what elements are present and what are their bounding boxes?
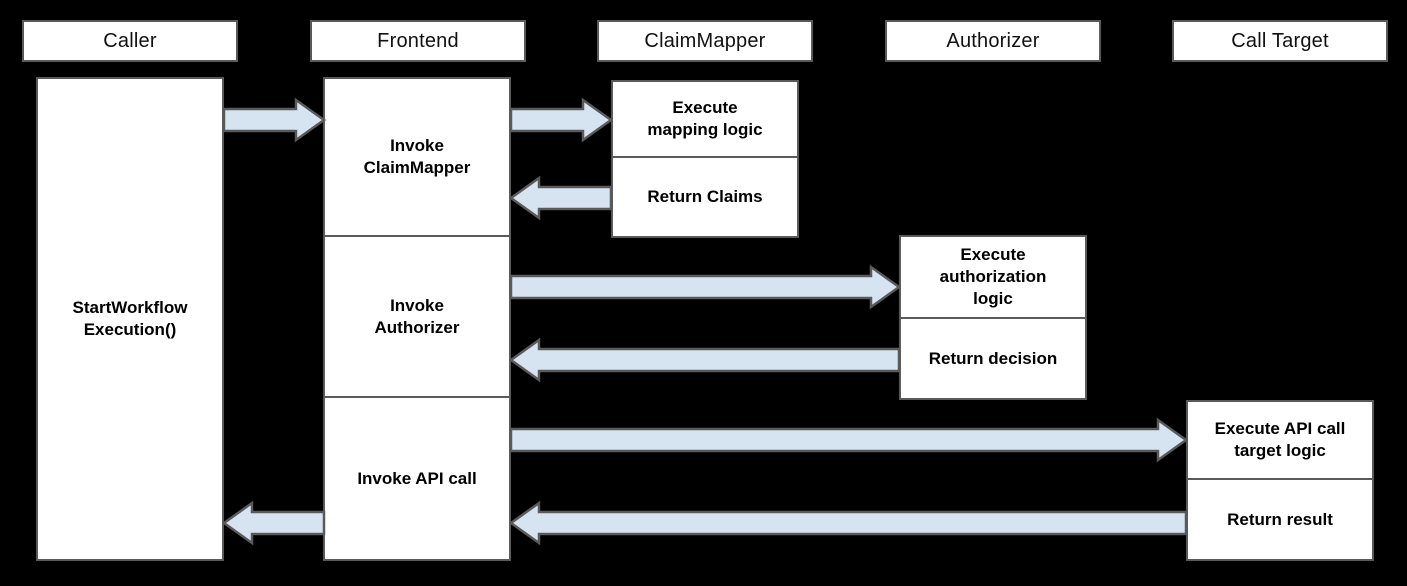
arrow-left-icon — [508, 337, 901, 383]
message-arrow-call-target-to-frontend — [508, 500, 1188, 546]
lane-header-frontend: Frontend — [310, 20, 526, 62]
activation-label: Invoke ClaimMapper — [363, 136, 471, 177]
activation-label: Return Claims — [647, 187, 763, 207]
activation-calltarget-return-result: Return result — [1186, 480, 1374, 561]
message-arrow-claimmapper-to-frontend — [508, 175, 613, 221]
message-arrow-frontend-to-authorizer — [509, 264, 902, 310]
arrow-right-icon — [509, 264, 902, 310]
lane-header-authorizer: Authorizer — [885, 20, 1101, 62]
activation-label: Invoke Authorizer — [374, 295, 460, 337]
arrow-right-icon — [509, 97, 614, 143]
activation-label: StartWorkflow Execution() — [72, 298, 188, 339]
activation-caller-start: StartWorkflow Execution() — [36, 77, 224, 561]
activation-frontend-invoke-api-call: Invoke API call — [323, 398, 511, 561]
activation-label: Execute API call target logic — [1214, 419, 1346, 460]
lane-header-label: Frontend — [377, 29, 459, 52]
message-arrow-authorizer-to-frontend — [508, 337, 901, 383]
activation-label: Return decision — [928, 348, 1058, 368]
arrow-left-icon — [221, 500, 326, 546]
activation-label: Execute mapping logic — [647, 98, 763, 139]
arrow-right-icon — [509, 417, 1189, 463]
activation-frontend-invoke-authorizer: Invoke Authorizer — [323, 237, 511, 398]
message-arrow-frontend-to-call-target — [509, 417, 1189, 463]
lane-header-call-target: Call Target — [1172, 20, 1388, 62]
activation-calltarget-execute-api-call-target-logic: Execute API call target logic — [1186, 400, 1374, 480]
lane-header-claimmapper: ClaimMapper — [597, 20, 813, 62]
activation-frontend-invoke-claimmapper: Invoke ClaimMapper — [323, 77, 511, 237]
arrow-right-icon — [222, 97, 327, 143]
lane-header-label: ClaimMapper — [644, 29, 766, 52]
activation-claimmapper-execute-mapping-logic: Execute mapping logic — [611, 80, 799, 158]
message-arrow-frontend-to-claimmapper — [509, 97, 614, 143]
arrow-left-icon — [508, 175, 613, 221]
message-arrow-frontend-to-caller — [221, 500, 326, 546]
activation-label: Execute authorization logic — [939, 245, 1047, 308]
lane-header-label: Call Target — [1231, 29, 1329, 52]
lane-header-caller: Caller — [22, 20, 238, 62]
activation-claimmapper-return-claims: Return Claims — [611, 158, 799, 238]
lane-header-label: Authorizer — [946, 29, 1040, 52]
message-arrow-caller-to-frontend — [222, 97, 327, 143]
activation-label: Return result — [1227, 509, 1333, 529]
lane-header-label: Caller — [103, 29, 157, 52]
activation-authorizer-return-decision: Return decision — [899, 319, 1087, 400]
activation-label: Invoke API call — [357, 468, 477, 488]
activation-authorizer-execute-authorization-logic: Execute authorization logic — [899, 235, 1087, 319]
arrow-left-icon — [508, 500, 1188, 546]
